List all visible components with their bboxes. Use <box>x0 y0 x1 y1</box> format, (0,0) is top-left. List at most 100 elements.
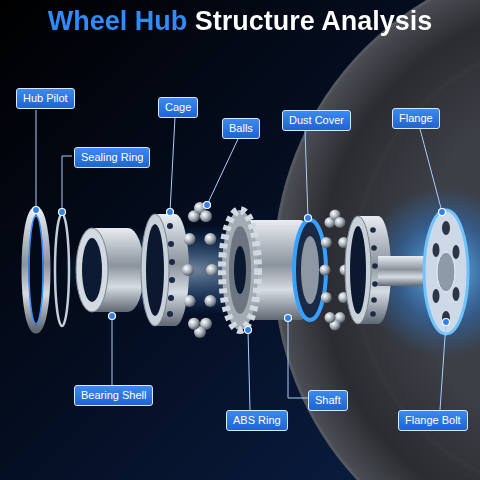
title-bar: Wheel Hub Structure Analysis <box>0 6 480 37</box>
part-label-box: Shaft <box>308 390 348 411</box>
cage <box>141 214 169 326</box>
part-label-box: Sealing Ring <box>74 147 150 168</box>
leader-dot <box>305 215 312 222</box>
bearing-shell <box>76 228 144 312</box>
light-glow <box>360 187 480 357</box>
bearing-shell <box>76 228 108 312</box>
flange-disc <box>433 221 460 325</box>
part-label: Cage <box>165 101 191 114</box>
part-label: Shaft <box>315 394 341 407</box>
cage <box>167 311 173 317</box>
part-label-box: Bearing Shell <box>74 385 153 406</box>
cage <box>169 259 175 265</box>
cage <box>372 263 378 269</box>
cage <box>168 295 174 301</box>
part-label-box: Flange <box>392 108 440 129</box>
leader-dot <box>439 209 446 216</box>
flange-disc <box>453 245 460 259</box>
leader-line <box>207 139 238 205</box>
leader-line <box>248 330 250 410</box>
cage <box>167 223 175 317</box>
flange-disc <box>424 210 468 334</box>
light-glow <box>60 187 480 357</box>
leader-line <box>420 129 442 212</box>
tire <box>275 0 480 480</box>
leader-line <box>440 322 446 410</box>
cage <box>168 241 174 247</box>
ball-set <box>182 202 218 338</box>
flange-disc <box>424 210 468 334</box>
part-label-box: ABS Ring <box>226 410 288 431</box>
ball-set <box>200 210 212 222</box>
bearing-shell <box>82 238 102 302</box>
leader-line <box>36 110 446 410</box>
part-label: Sealing Ring <box>81 151 143 164</box>
leader-line <box>112 316 113 385</box>
hub-body <box>222 210 258 330</box>
cage <box>169 277 175 283</box>
leader-dot <box>33 202 450 334</box>
cage <box>370 227 376 233</box>
hub-body <box>229 226 251 314</box>
part-label-box: Flange Bolt <box>398 410 468 431</box>
cage <box>350 226 366 314</box>
cage <box>167 223 173 229</box>
flange-disc <box>437 252 455 292</box>
leader-dot <box>167 209 174 216</box>
sealing-ring <box>55 214 69 326</box>
part-label: Hub Pilot <box>23 92 68 105</box>
leader-dot <box>109 313 116 320</box>
ball-set <box>204 233 216 245</box>
part-label-box: Dust Cover <box>282 110 351 131</box>
ball-set <box>320 265 331 276</box>
part-label-box: Cage <box>158 97 198 118</box>
leader-dot <box>59 209 66 216</box>
cage <box>370 311 376 317</box>
leader-dot <box>443 319 450 326</box>
tire <box>275 0 480 480</box>
diagram-title: Wheel Hub Structure Analysis <box>48 6 433 37</box>
flange-disc <box>442 311 450 325</box>
ball-set <box>184 295 196 307</box>
cage <box>371 245 377 251</box>
part-label: Bearing Shell <box>81 389 146 402</box>
ball-set <box>188 318 200 330</box>
leader-dot <box>285 315 292 322</box>
leader-line <box>305 131 308 218</box>
ball-set <box>182 264 194 276</box>
leader-dot <box>245 327 252 334</box>
bearing-shell <box>76 228 144 312</box>
ball-set <box>321 237 332 248</box>
part-label-box: Balls <box>222 118 260 139</box>
ball-set <box>182 202 218 338</box>
flange-disc <box>433 289 440 303</box>
leader-dot <box>33 207 40 214</box>
flange-disc <box>453 287 460 301</box>
ball-set <box>321 292 332 303</box>
part-label: Balls <box>229 122 253 135</box>
leader-line <box>170 117 175 212</box>
leader-dot <box>204 202 211 209</box>
dust-cover <box>301 236 319 304</box>
leader-line <box>62 156 72 212</box>
part-label: Flange Bolt <box>405 414 461 427</box>
part-label: Flange <box>399 112 433 125</box>
hub-pilot-ring <box>25 210 47 330</box>
cage <box>372 281 378 287</box>
part-label-box: Hub Pilot <box>16 88 75 109</box>
flange-disc <box>433 243 440 257</box>
cage <box>345 216 371 324</box>
hub-body <box>234 246 246 294</box>
cage <box>141 214 189 326</box>
cage <box>371 297 377 303</box>
hub-pilot-ring <box>25 210 47 330</box>
part-label: Dust Cover <box>289 114 344 127</box>
flange-disc <box>442 221 450 235</box>
leader-line <box>36 110 37 210</box>
hub-pilot-ring <box>29 216 43 324</box>
ball-set <box>325 312 336 323</box>
ball-set <box>184 233 196 245</box>
ball-set <box>206 264 218 276</box>
